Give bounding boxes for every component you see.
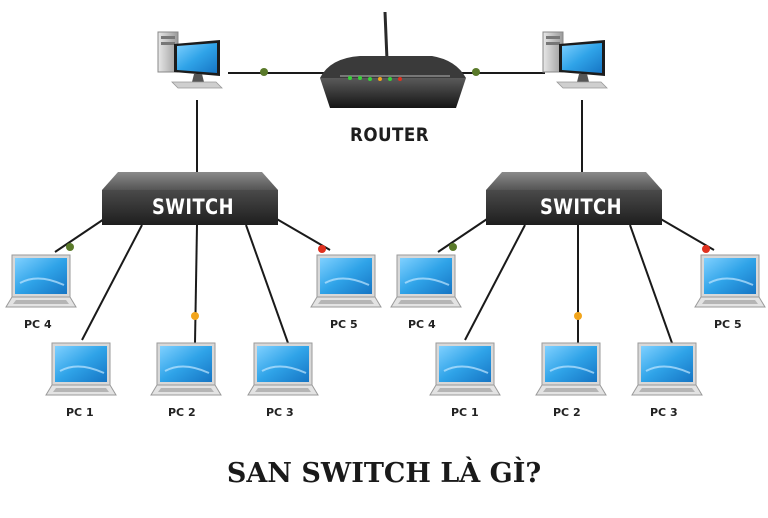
link-dot-red (702, 245, 710, 253)
laptop-icon (535, 342, 607, 396)
pc-label: PC 1 (66, 406, 94, 419)
link-pc2 (194, 224, 198, 344)
link-pc3 (629, 224, 673, 344)
link-dot-red (318, 245, 326, 253)
pc-label: PC 4 (24, 318, 52, 331)
laptop-icon (429, 342, 501, 396)
pc-label: PC 5 (330, 318, 358, 331)
laptop-icon (694, 254, 766, 308)
link-dot-green (66, 243, 74, 251)
switch-label: SWITCH (540, 195, 622, 219)
pc-label: PC 1 (451, 406, 479, 419)
page-title: SAN SWITCH LÀ GÌ? (226, 458, 542, 489)
router-label: ROUTER (350, 124, 430, 146)
link-pc3 (245, 224, 289, 344)
link-dot-green (260, 68, 268, 76)
laptop-icon (247, 342, 319, 396)
desktop-icon (157, 31, 223, 89)
link-pc4 (54, 214, 111, 253)
link-pc4 (437, 214, 494, 253)
switch-icon (102, 172, 278, 225)
link-dot-green (472, 68, 480, 76)
link-dot-orange (191, 312, 199, 320)
link-pc1 (81, 224, 143, 341)
laptop-icon (45, 342, 117, 396)
pc-label: PC 2 (553, 406, 581, 419)
laptop-icon (390, 254, 462, 308)
pc-label: PC 5 (714, 318, 742, 331)
pc-label: PC 2 (168, 406, 196, 419)
pc-label: PC 3 (266, 406, 294, 419)
laptop-icon (631, 342, 703, 396)
laptop-icon (310, 254, 382, 308)
desktop-icon (542, 31, 608, 89)
switch-label: SWITCH (152, 195, 234, 219)
laptop-icon (5, 254, 77, 308)
link-pc5 (658, 217, 715, 251)
switch-icon (486, 172, 662, 225)
link-dot-green (449, 243, 457, 251)
router-icon (320, 11, 466, 108)
laptop-icon (150, 342, 222, 396)
link-pc5 (274, 217, 331, 251)
pc-label: PC 4 (408, 318, 436, 331)
link-pc1 (464, 224, 526, 341)
link-dot-orange (574, 312, 582, 320)
pc-label: PC 3 (650, 406, 678, 419)
